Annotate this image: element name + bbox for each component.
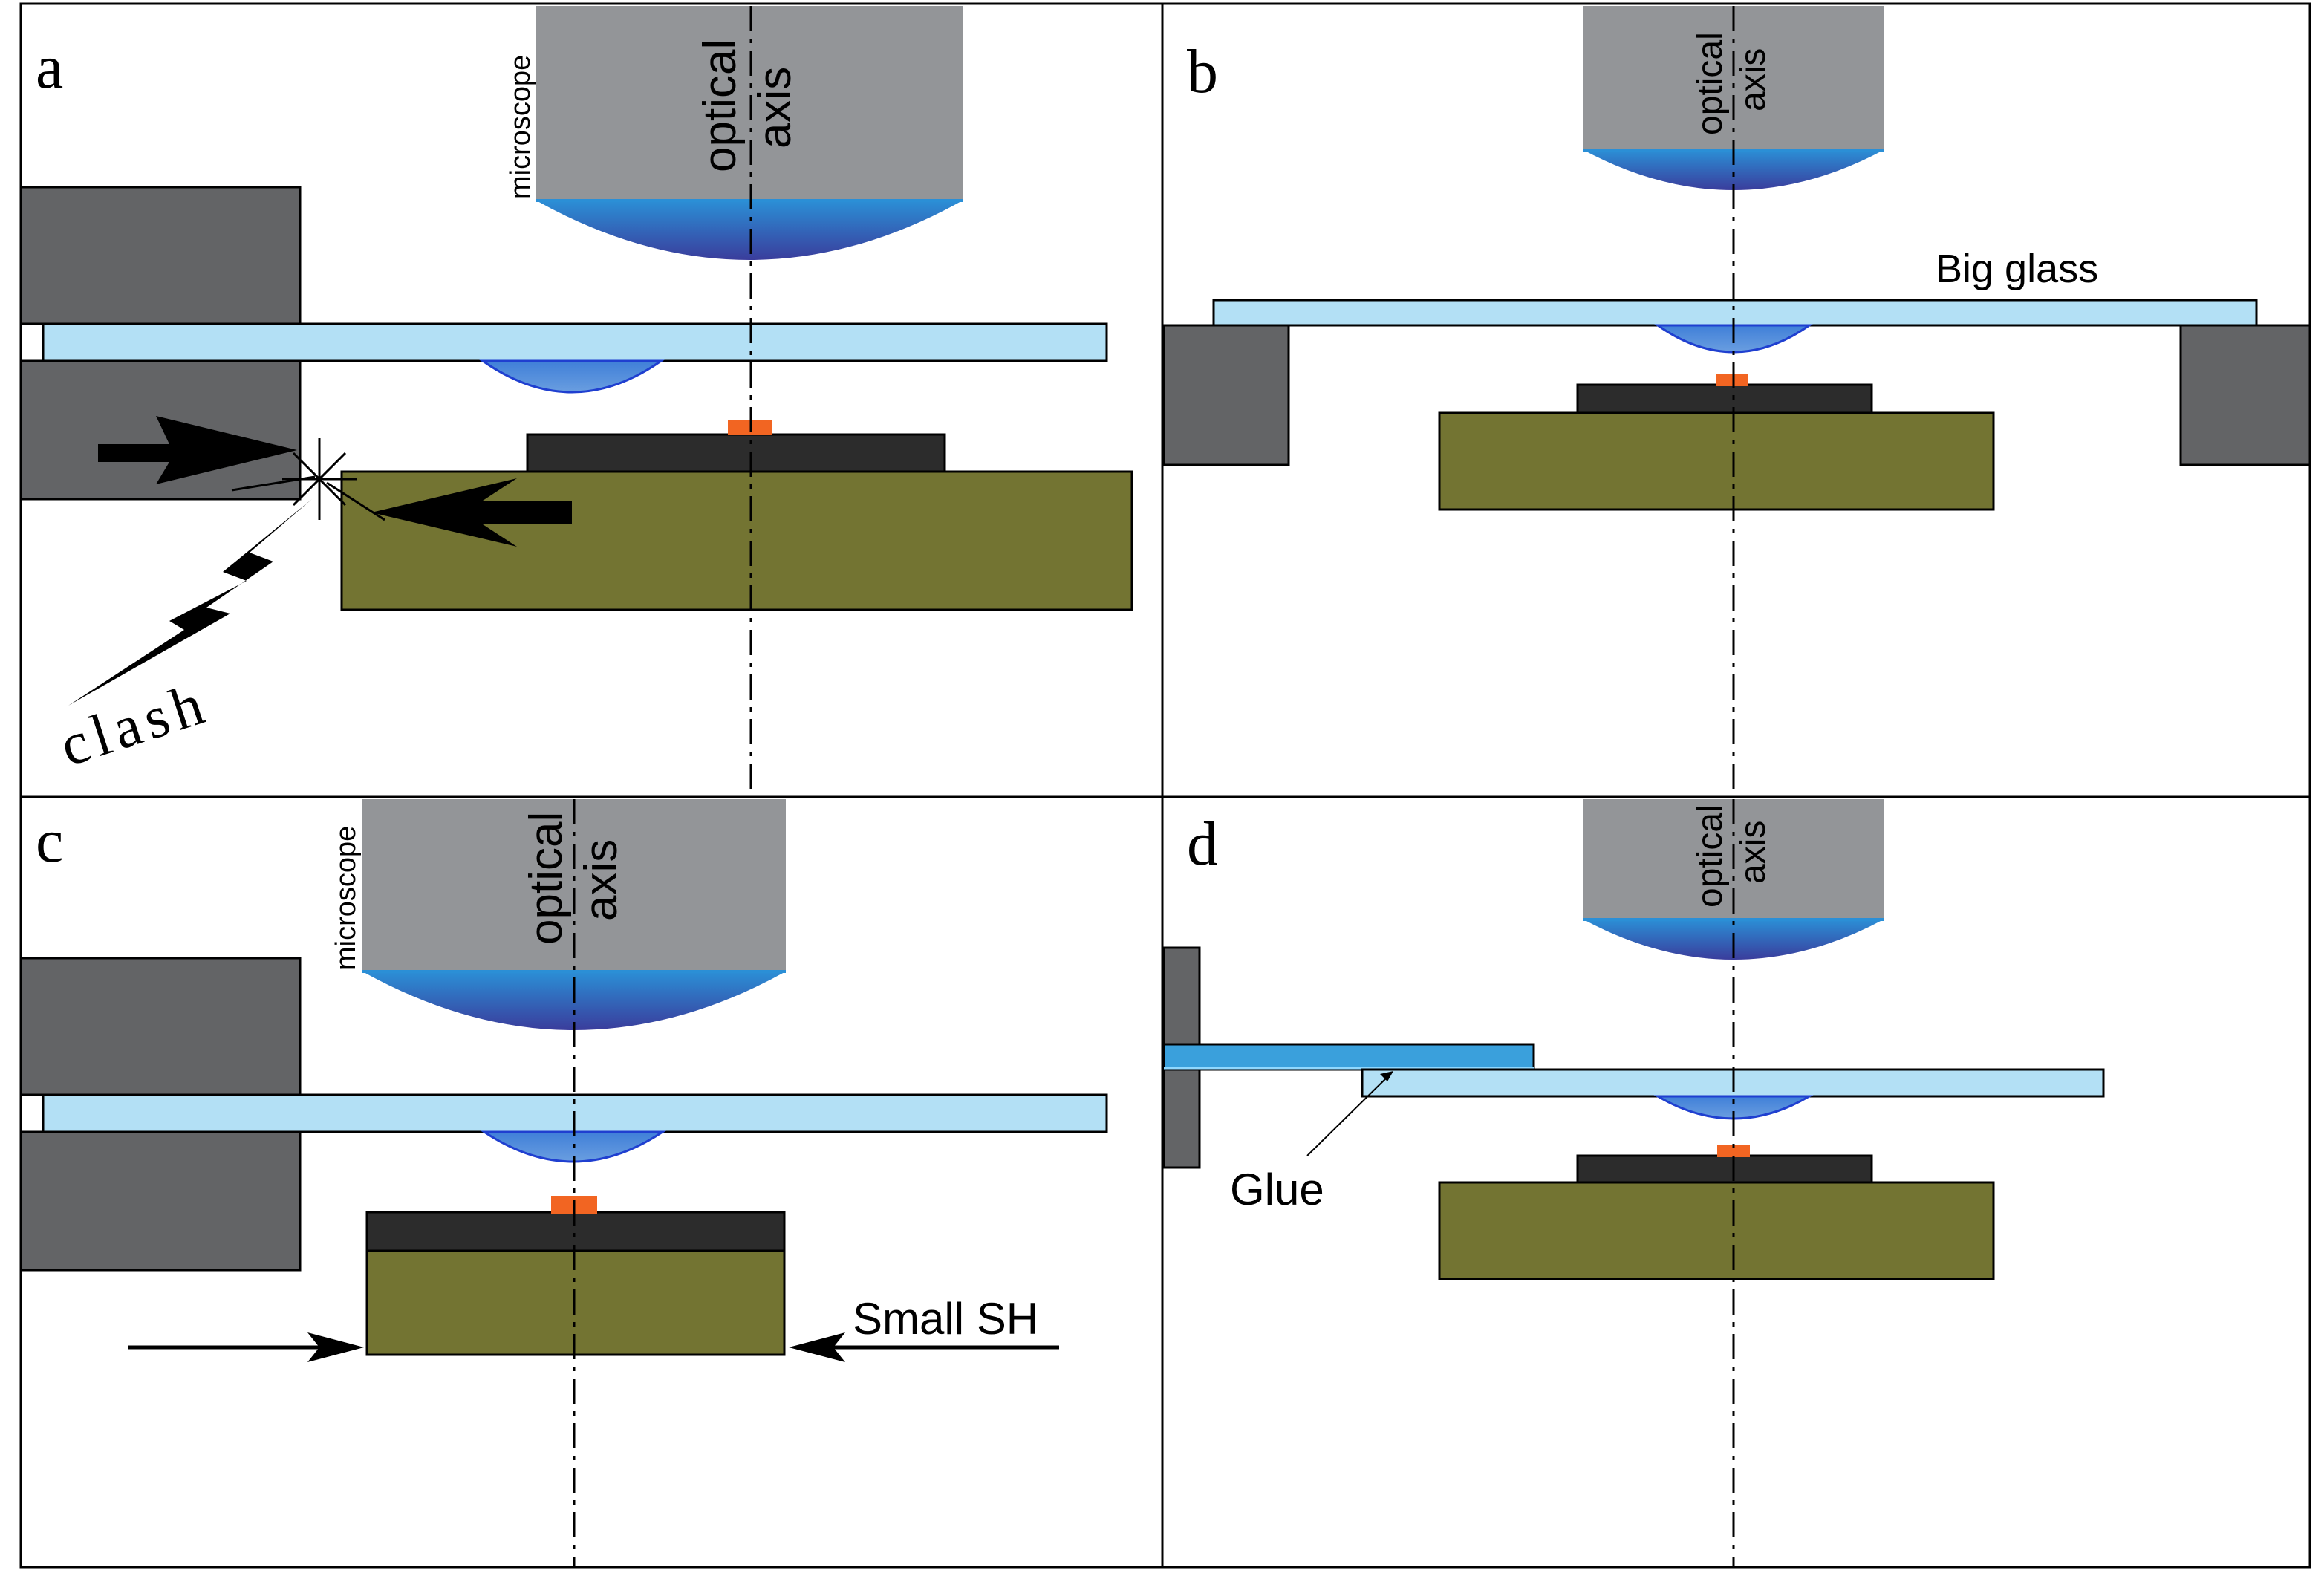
glued-glass-d xyxy=(1162,1043,1535,1071)
arrow-right-a xyxy=(98,416,297,484)
collision-star xyxy=(231,438,385,521)
objective-a xyxy=(536,6,963,260)
axis-label-line2-c: axis xyxy=(576,839,627,921)
arrow-left-head-c xyxy=(789,1332,845,1362)
panel-letter-d: d xyxy=(1187,810,1218,879)
sample-block-c xyxy=(365,1249,786,1356)
glass-a xyxy=(42,322,1108,362)
lightning-bolt-icon xyxy=(68,499,312,706)
holder-left-b xyxy=(1162,324,1290,466)
panel-d: d optical axis Glue xyxy=(1162,799,2105,1566)
panel-b: b optical axis Big glass xyxy=(1162,6,2311,795)
plate-d xyxy=(1576,1154,1873,1184)
glue-leader-line xyxy=(1306,1075,1390,1156)
holder-top-a xyxy=(19,186,302,325)
plate-b xyxy=(1576,383,1873,414)
heater-d xyxy=(1717,1145,1750,1157)
plate-a xyxy=(526,433,946,473)
holder-right-b xyxy=(2179,324,2311,466)
objective-b xyxy=(1583,6,1884,190)
sample-block-b xyxy=(1438,411,1995,511)
panel-c: c microscope optical axis Small SH xyxy=(19,799,1108,1566)
immersion-drop-d xyxy=(1653,1095,1814,1120)
axis-label-line1-a: optical xyxy=(694,39,746,172)
big-glass-b xyxy=(1212,299,2258,327)
axis-label-line1-c: optical xyxy=(521,812,572,945)
axis-label-line2-b: axis xyxy=(1734,48,1773,111)
sample-block-d xyxy=(1438,1181,1995,1280)
small-sh-label: Small SH xyxy=(853,1294,1038,1344)
panel-letter-a: a xyxy=(36,33,63,102)
panel-a: a microscope optical axis clash xyxy=(19,6,1133,795)
glue-leader-arrow xyxy=(1380,1071,1393,1081)
axis-label-line2-d: axis xyxy=(1734,821,1773,884)
arrow-left-a xyxy=(371,478,572,547)
outer-frame xyxy=(19,2,2311,1569)
axis-label-line1-d: optical xyxy=(1690,804,1730,908)
holder-bottom-c xyxy=(19,1130,302,1272)
panel-frames xyxy=(19,2,2311,1569)
axis-label-line2-a: axis xyxy=(749,67,801,149)
glue-label: Glue xyxy=(1230,1165,1324,1214)
axis-label-line1-b: optical xyxy=(1690,32,1730,135)
heater-b xyxy=(1716,374,1748,386)
immersion-drop-a xyxy=(479,359,665,394)
holder-top-c xyxy=(19,957,302,1096)
objective-label-a: microscope xyxy=(505,55,536,199)
holder-bottom-a xyxy=(19,359,302,501)
plate-c xyxy=(365,1211,786,1252)
panel-letter-c: c xyxy=(36,807,63,876)
big-glass-label: Big glass xyxy=(1936,247,2098,291)
panel-letter-b: b xyxy=(1187,37,1218,106)
objective-label-c: microscope xyxy=(331,826,362,970)
arrow-right-head-c xyxy=(307,1332,364,1362)
clash-label: clash xyxy=(52,670,217,779)
